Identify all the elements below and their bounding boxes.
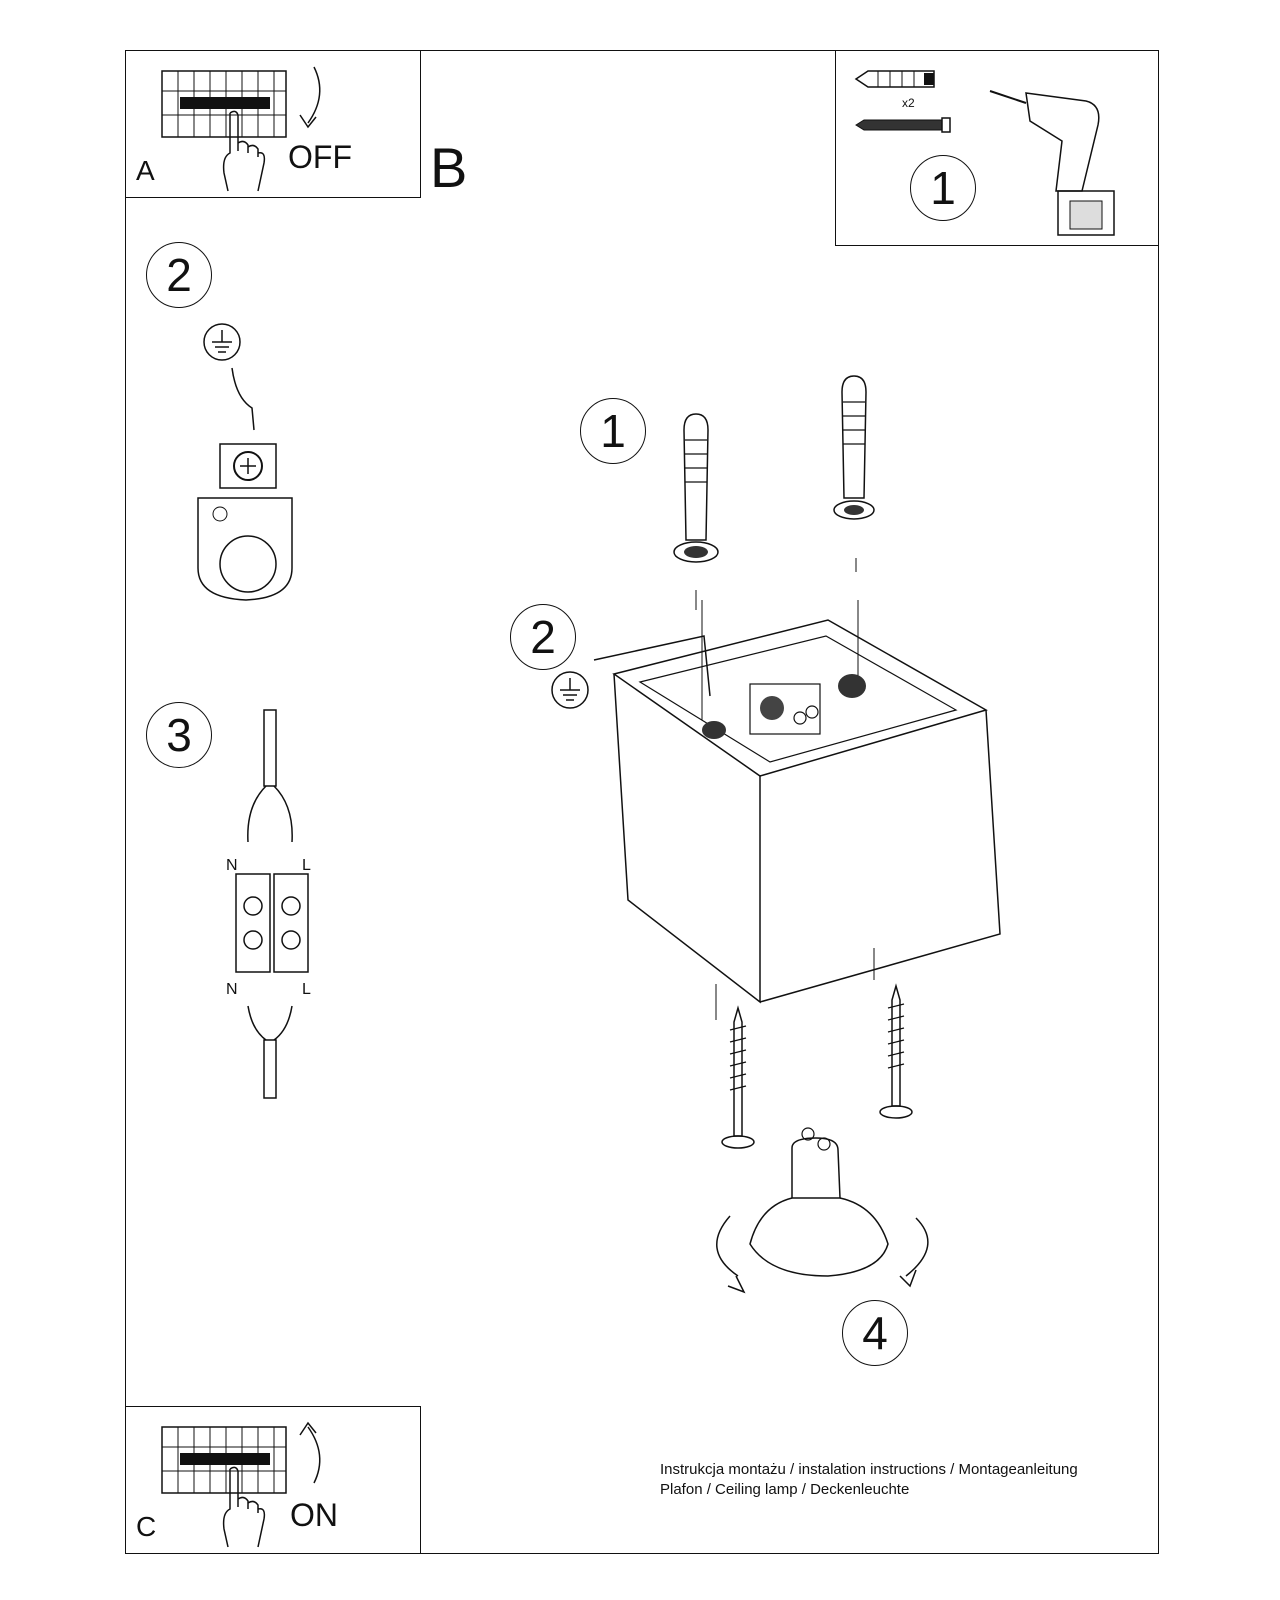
panel-c-switch-on: C ON [125,1406,421,1554]
drill-icon [989,90,1115,236]
instruction-sheet [125,50,1159,1554]
earth-symbol-icon [203,323,241,361]
screw-icon [855,117,951,133]
panel-a-switch-off: A OFF [125,50,421,198]
screw-right-icon [879,983,913,1119]
earth-symbol-main-icon [551,671,589,709]
wire-label-n-top: N [226,857,238,874]
step-2-earth-badge: 2 [510,604,576,670]
hand-icon [222,110,266,192]
step-2-badge: 2 [146,242,212,308]
footer-line-1: Instrukcja montażu / instalation instruc… [660,1461,1078,1478]
panel-a-letter: A [136,155,155,186]
arrow-down-icon [299,66,321,129]
hand-on-icon [222,1466,266,1548]
step-1-screws-badge: 1 [580,398,646,464]
wall-plug-right-icon [833,375,875,572]
screw-left-icon [721,1005,755,1149]
step-4-badge: 4 [842,1300,908,1366]
step-1-badge: 1 [910,155,976,221]
wall-plug-icon [854,70,935,88]
earth-terminal-icon [197,367,293,601]
footer-caption: Instrukcja montażu / instalation instruc… [660,1460,1078,1500]
panel-c-letter: C [136,1511,157,1542]
wire-label-n-bottom: N [226,981,238,998]
tools-panel: x2 1 [835,50,1159,246]
on-label: ON [290,1497,338,1533]
gu10-bulb-icon [716,1127,929,1294]
breaker-panel-on-icon [161,1426,287,1494]
arrow-up-icon [299,1421,321,1484]
step-3-badge: 3 [146,702,212,768]
connector-block-icon [235,709,309,1099]
footer-line-2: Plafon / Ceiling lamp / Deckenleuchte [660,1481,910,1498]
wire-label-l-bottom: L [302,981,311,998]
lamp-housing-cube [593,600,1001,1020]
quantity-label: x2 [902,96,915,110]
wire-label-l-top: L [302,857,311,874]
breaker-panel-icon [161,70,287,138]
wall-plug-left-icon [673,413,719,610]
panel-b-letter: B [430,136,468,199]
off-label: OFF [288,139,352,175]
